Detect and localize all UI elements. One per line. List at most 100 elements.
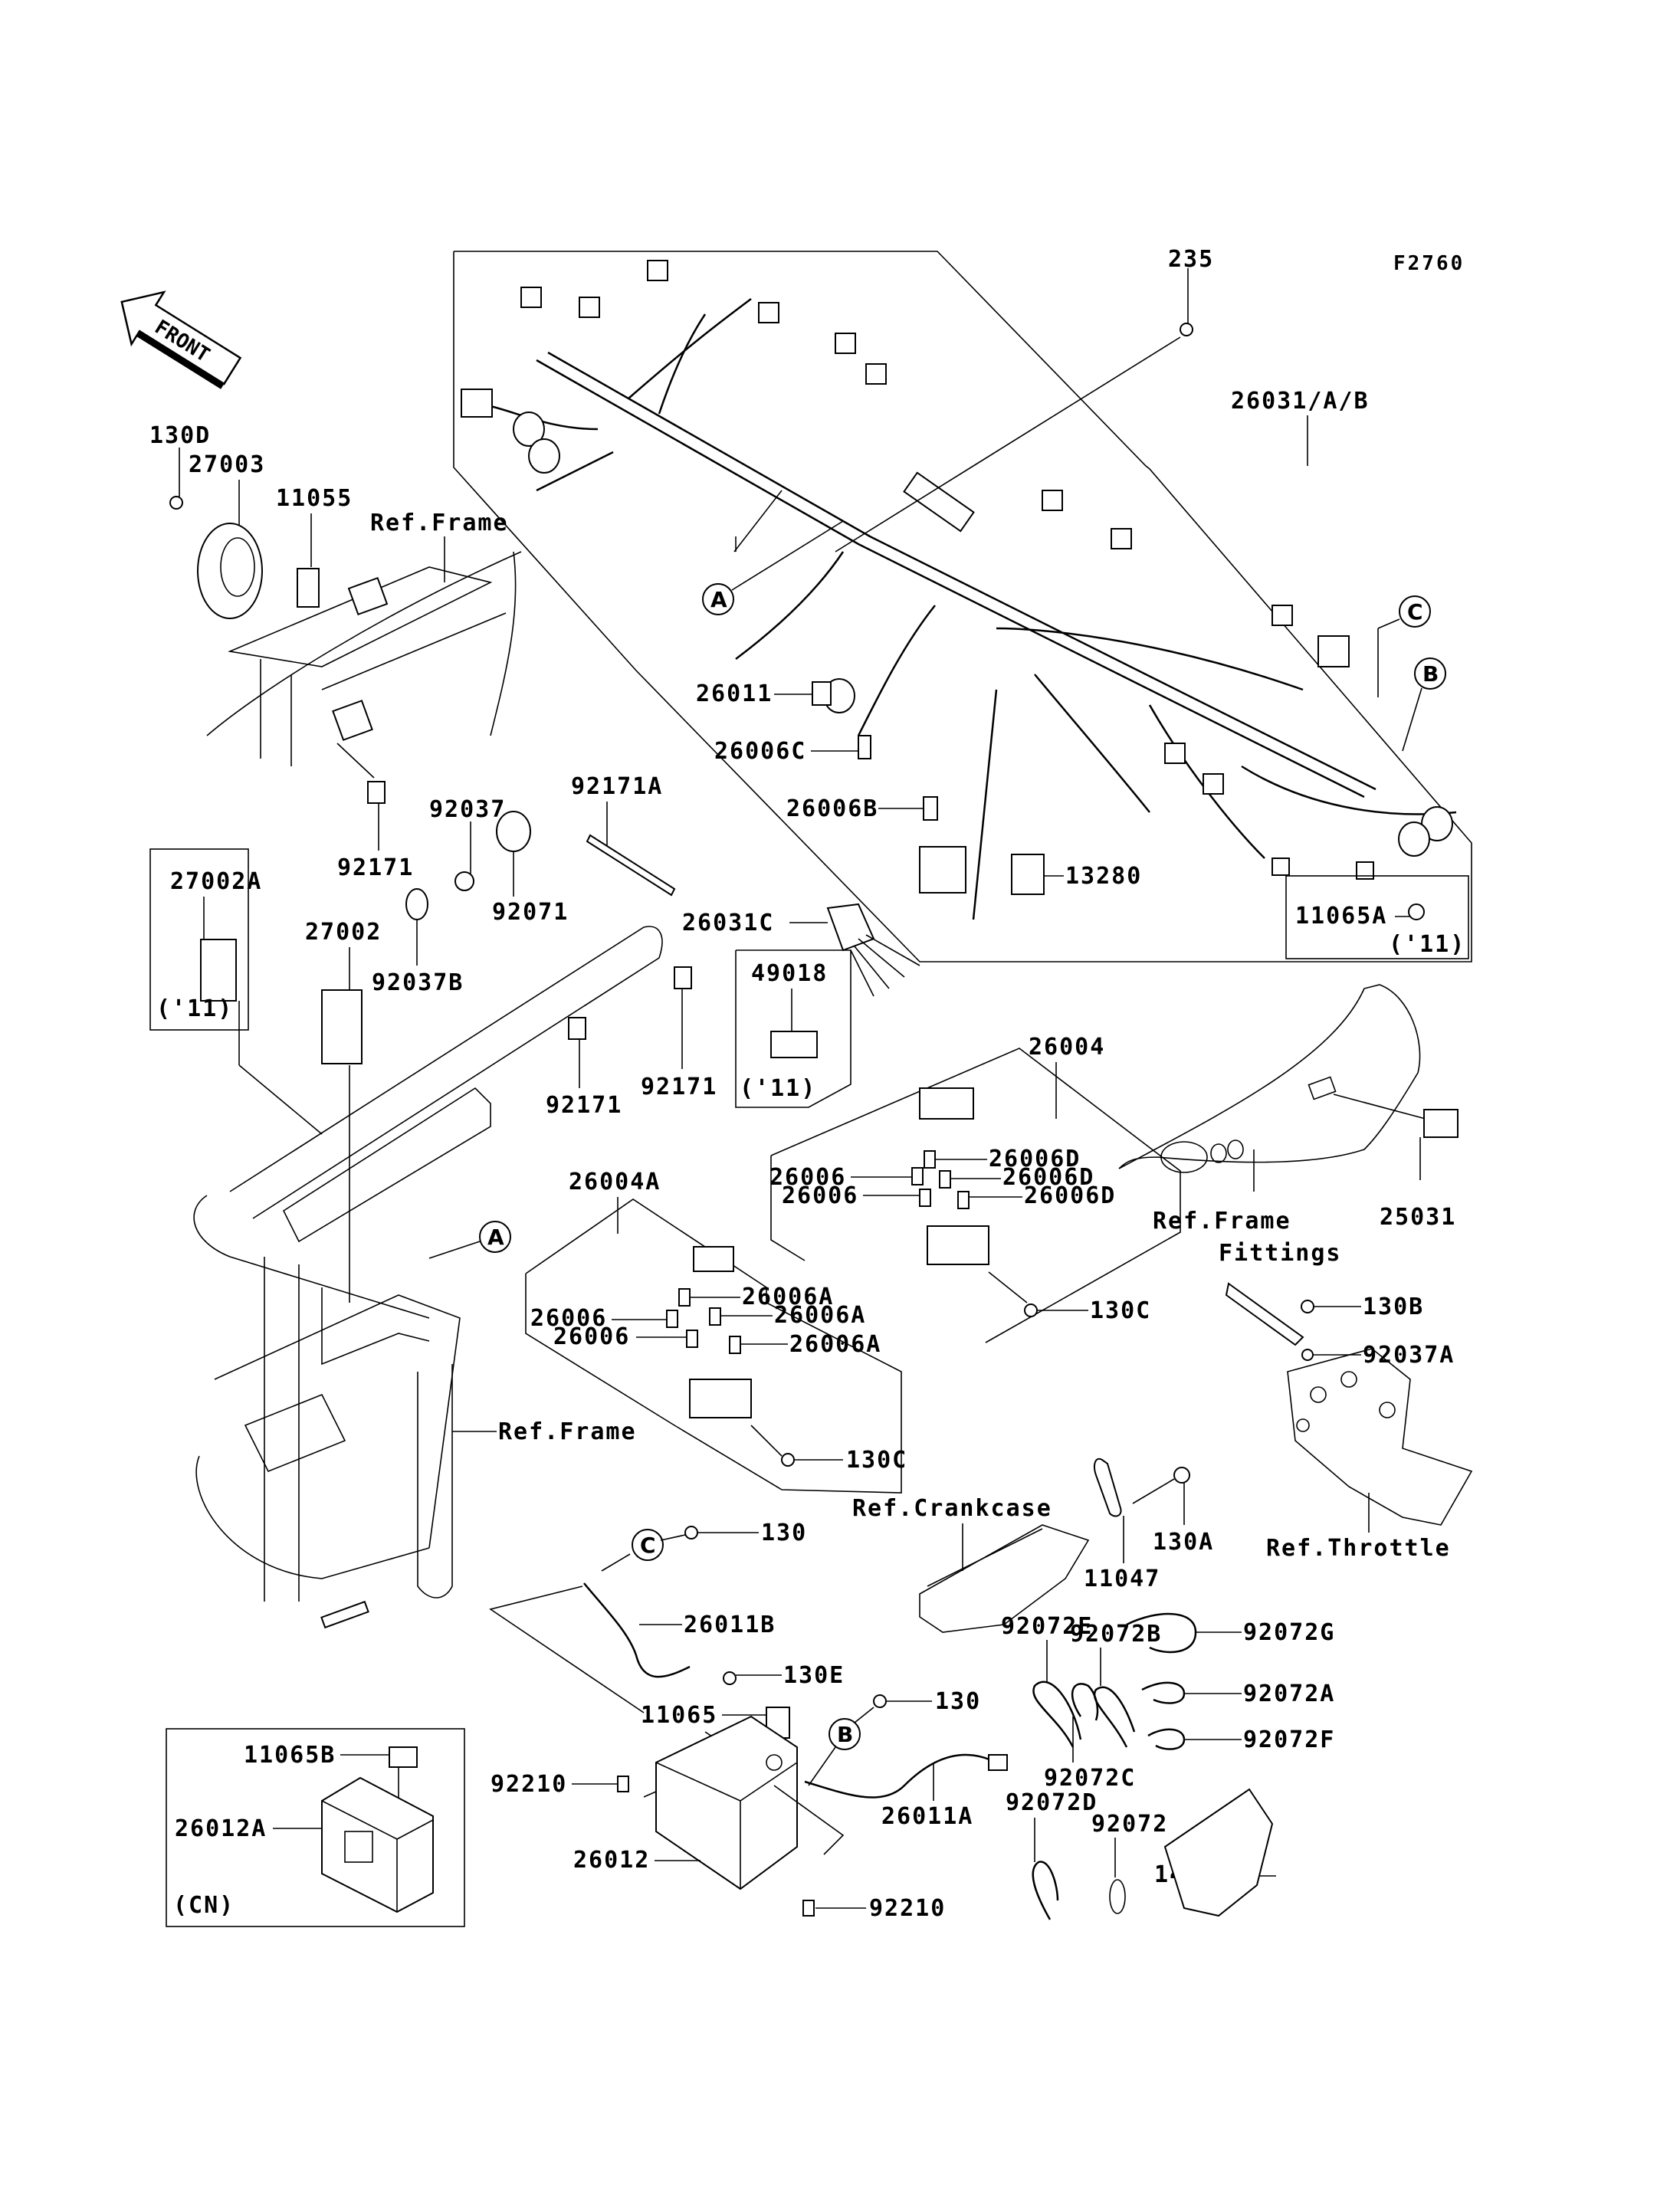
callout-b-right-text: B	[1422, 661, 1439, 687]
label-26006-a2[interactable]: 26006	[553, 1323, 630, 1350]
label-130-2[interactable]: 130	[935, 1688, 981, 1715]
label-130c-2[interactable]: 130C	[846, 1447, 907, 1474]
callout-b-right	[1414, 657, 1446, 690]
crankcase-sketch	[919, 1524, 1090, 1633]
label-26006a-2[interactable]: 26006A	[774, 1302, 866, 1329]
label-26006-a1[interactable]: 26006	[530, 1305, 607, 1332]
label-130d[interactable]: 130D	[149, 422, 211, 449]
label-92072b[interactable]: 92072B	[1070, 1621, 1162, 1648]
label-26011b[interactable]: 26011B	[684, 1612, 776, 1638]
label-130a[interactable]: 130A	[1153, 1529, 1214, 1556]
box-49018	[735, 949, 851, 1108]
label-26006a-1[interactable]: 26006A	[742, 1284, 834, 1310]
label-27002[interactable]: 27002	[305, 919, 382, 946]
label-26031c[interactable]: 26031C	[682, 910, 774, 936]
label-92072a[interactable]: 92072A	[1243, 1681, 1335, 1707]
label-130e[interactable]: 130E	[783, 1662, 845, 1689]
callout-a-lower	[479, 1221, 511, 1253]
label-26006-d2[interactable]: 26006	[782, 1182, 858, 1209]
label-26011a[interactable]: 26011A	[881, 1803, 973, 1830]
label-26006d-2[interactable]: 26006D	[1002, 1164, 1094, 1191]
label-92072[interactable]: 92072	[1091, 1811, 1168, 1838]
label-26004a[interactable]: 26004A	[569, 1169, 661, 1195]
label-26006b[interactable]: 26006B	[786, 795, 878, 822]
callout-c-right	[1399, 595, 1431, 628]
frame-upper-sketch	[206, 551, 522, 766]
label-26006c[interactable]: 26006C	[714, 738, 806, 765]
frame-fittings-sketch	[1118, 984, 1421, 1173]
label-11065a-note: ('11)	[1389, 931, 1465, 958]
label-26012a[interactable]: 26012A	[175, 1815, 267, 1842]
callout-a-lower-text: A	[487, 1225, 504, 1250]
label-92171a-upper[interactable]: 92171A	[571, 773, 663, 800]
label-11055[interactable]: 11055	[276, 485, 353, 512]
label-26006-d1[interactable]: 26006	[769, 1164, 846, 1191]
label-26006d-1[interactable]: 26006D	[989, 1146, 1081, 1172]
band-92072b-icon	[1093, 1686, 1136, 1748]
label-235[interactable]: 235	[1168, 246, 1214, 273]
relay-27002a-icon	[200, 939, 237, 1002]
connector-26011-icon	[812, 681, 832, 706]
label-27003[interactable]: 27003	[189, 451, 265, 478]
clip-92171a-icon	[586, 834, 676, 897]
band-92072-icon	[1109, 1879, 1126, 1914]
grommet-92071-icon	[496, 811, 531, 852]
fuse-box-cover-icon	[919, 1087, 974, 1120]
label-130-1[interactable]: 130	[761, 1520, 807, 1546]
label-26006a-3[interactable]: 26006A	[789, 1331, 881, 1358]
label-92037[interactable]: 92037	[429, 796, 506, 823]
callout-a-upper	[702, 583, 734, 615]
label-92071[interactable]: 92071	[492, 899, 569, 926]
label-92072f[interactable]: 92072F	[1243, 1726, 1335, 1753]
front-arrow-icon: FRONT	[120, 290, 242, 389]
box-26004a	[525, 1199, 902, 1494]
label-26004[interactable]: 26004	[1029, 1034, 1105, 1061]
cap-11065a-icon	[1408, 903, 1425, 920]
label-92037a[interactable]: 92037A	[1363, 1342, 1455, 1369]
label-92210-1[interactable]: 92210	[491, 1771, 567, 1798]
label-92072d[interactable]: 92072D	[1006, 1789, 1098, 1816]
label-cn-note: (CN)	[173, 1892, 235, 1919]
band-92072e-icon	[1032, 1681, 1082, 1748]
label-92072c[interactable]: 92072C	[1044, 1765, 1136, 1792]
band-92072g-icon	[1126, 1612, 1197, 1654]
battery-26012a-icon	[321, 1776, 434, 1913]
bolt-130e-icon	[723, 1671, 737, 1685]
figure-code: F2760	[1393, 252, 1465, 275]
label-92072e[interactable]: 92072E	[1001, 1613, 1093, 1640]
label-13280[interactable]: 13280	[1065, 863, 1142, 890]
label-92072g[interactable]: 92072G	[1243, 1619, 1335, 1646]
label-92037b[interactable]: 92037B	[372, 969, 464, 996]
label-25031[interactable]: 25031	[1380, 1204, 1456, 1231]
label-49018[interactable]: 49018	[751, 960, 828, 987]
label-11065[interactable]: 11065	[641, 1702, 717, 1729]
label-27002a[interactable]: 27002A	[170, 868, 262, 895]
label-26006d-3[interactable]: 26006D	[1024, 1182, 1116, 1209]
cap-11065b-icon	[389, 1746, 418, 1768]
band-92072c-icon	[1071, 1683, 1099, 1721]
fuse-26006c-icon	[858, 735, 871, 759]
relay-27002-icon	[321, 989, 363, 1064]
cable-26011a-icon	[804, 1753, 997, 1799]
label-92171-a[interactable]: 92171	[337, 854, 414, 881]
box-26004	[770, 1048, 1181, 1343]
label-26012[interactable]: 26012	[573, 1847, 650, 1874]
bolt-130d-icon	[169, 496, 183, 510]
label-ref-frame-2: Ref.Frame	[498, 1418, 637, 1445]
label-130c-1[interactable]: 130C	[1090, 1297, 1151, 1324]
callout-c-lower	[632, 1529, 664, 1561]
wire-harness-26031	[461, 260, 1457, 920]
label-92171-c[interactable]: 92171	[546, 1092, 622, 1119]
label-92210-2[interactable]: 92210	[869, 1895, 946, 1922]
harness-box	[453, 251, 1472, 962]
label-92171-b[interactable]: 92171	[641, 1074, 717, 1100]
label-130b[interactable]: 130B	[1363, 1294, 1424, 1320]
label-26011[interactable]: 26011	[696, 680, 773, 707]
label-11065b[interactable]: 11065B	[244, 1742, 336, 1769]
label-11047[interactable]: 11047	[1084, 1566, 1160, 1592]
label-11065a[interactable]: 11065A	[1295, 903, 1387, 930]
label-26031-a-b[interactable]: 26031/A/B	[1231, 388, 1370, 415]
battery-26012-icon	[655, 1715, 798, 1890]
box-26012a-cn	[166, 1728, 465, 1927]
callout-a-upper-text: A	[710, 587, 727, 612]
